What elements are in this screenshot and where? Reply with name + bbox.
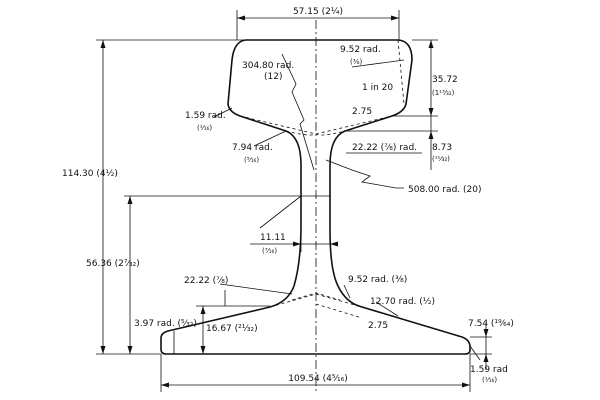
toe-radius-leader (469, 345, 481, 361)
under-head-depth-frac: (¹¹⁄₃₂) (432, 155, 450, 163)
head-depth-label: 35.72 (432, 75, 458, 85)
foot-web-radius-leader (219, 283, 293, 295)
base-width-label: 109.54 (4⁵⁄₁₆) (288, 374, 347, 384)
foot-web-radius-label: 22.22 (⅞) (184, 276, 228, 286)
foot-taper-dashed (269, 293, 363, 308)
head-side-leader (351, 59, 405, 68)
fish-radius-leader (253, 130, 287, 147)
head-taper-dashed (239, 115, 393, 135)
head-corner-radius-frac: (¹⁄₁₆) (197, 124, 212, 132)
head-depth-frac: (1¹³⁄₃₂) (432, 89, 455, 97)
head-slope-dashed (397, 39, 405, 105)
crown-radius-sub: (12) (264, 72, 282, 82)
head-corner-leader (213, 107, 233, 118)
rail-profile-outline (160, 39, 471, 355)
fish-radius-head-frac: (⁵⁄₁₆) (244, 156, 259, 164)
under-head-step-label: 2.75 (352, 107, 372, 117)
foot-edge-depth-label: 3.97 rad. (⁵⁄₃₂) (134, 319, 197, 329)
total-height-label: 114.30 (4½) (62, 169, 118, 179)
foot-toe-radius-label: 1.59 rad (470, 365, 508, 375)
foot-flange-height-label: 16.67 (²¹⁄₃₂) (206, 324, 258, 334)
head-side-radius-label: 9.52 rad. (340, 45, 381, 55)
top-width-label: 57.15 (2¼) (293, 7, 343, 17)
slope-label: 1 in 20 (362, 83, 393, 93)
web-head-radius-label: 22.22 (⅞) rad. (352, 143, 417, 153)
head-side-radius-frac: (⅜) (350, 58, 363, 66)
fish-radius-head-label: 7.94 rad. (232, 143, 273, 153)
foot-toe-thickness-label: 7.54 (¹⁹⁄₆₄) (468, 319, 514, 329)
foot-fillet-dashed (291, 292, 341, 301)
foot-slope-dashed (315, 303, 363, 319)
head-corner-radius-label: 1.59 rad. (185, 111, 226, 121)
foot-step-label: 2.75 (368, 321, 388, 331)
foot-radius-label: 12.70 rad. (½) (370, 297, 435, 307)
foot-fillet-radius-label: 9.52 rad. (⅜) (348, 275, 407, 285)
crown-radius-label: 304.80 rad. (242, 61, 294, 71)
crown-radius-leader (281, 53, 315, 171)
web-thickness-frac: (⁷⁄₁₆) (262, 247, 277, 255)
head-under-dashed (285, 130, 346, 136)
web-radius-label: 508.00 rad. (20) (408, 185, 481, 195)
foot-fillet-leader (343, 284, 351, 299)
under-head-depth-label: 8.73 (432, 143, 452, 153)
neutral-height-label: 56.36 (2⁷⁄₃₂) (86, 259, 140, 269)
web-thickness-label: 11.11 (260, 233, 286, 243)
web-thickness-leader (259, 195, 302, 229)
web-radius-leader (325, 159, 404, 189)
foot-toe-radius-frac: (¹⁄₁₆) (482, 376, 497, 384)
foot-radius-leader (375, 301, 399, 317)
